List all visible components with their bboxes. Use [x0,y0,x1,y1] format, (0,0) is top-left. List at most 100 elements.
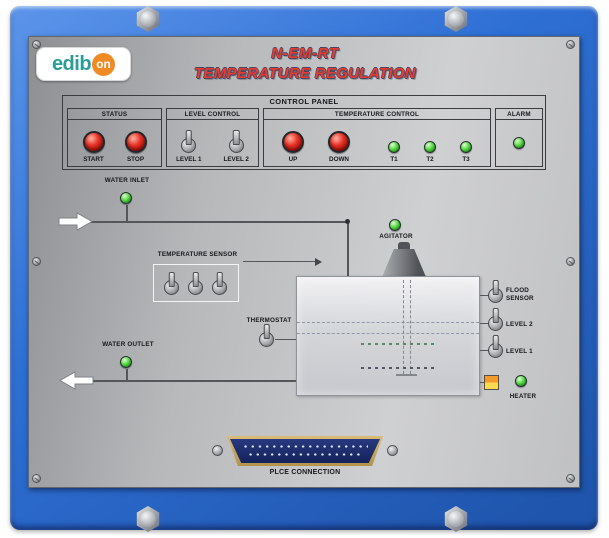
agitator-paddle [396,374,417,376]
group-status: STATUS START STOP [67,108,162,167]
flood-sensor-label: FLOOD SENSOR [506,287,534,302]
t1-indicator: T1 [388,141,400,163]
outlet-pipe-line [90,380,296,382]
model-name: TEMPERATURE REGULATION [194,64,416,82]
page-title: N-EM-RT TEMPERATURE REGULATION [170,44,440,83]
control-panel: CONTROL PANEL STATUS START STOP LEVEL CO… [62,95,546,170]
level2-line [480,323,489,325]
stop-control: STOP [124,131,147,163]
inlet-pipe-line [347,221,349,277]
level2-sensor-label: LEVEL 2 [506,321,533,328]
heater-element-row [361,343,437,345]
agitator-motor-cap [398,242,410,250]
thermostat-label: THERMOSTAT [246,317,292,324]
panel-screw [566,40,575,49]
thermostat-line [275,339,296,341]
stop-button[interactable] [124,131,147,153]
sensor-pointer-line [243,261,315,263]
bolt-bottom-left [135,506,161,532]
inlet-arrow-icon [58,212,94,231]
heater-terminal [484,375,499,390]
t2-indicator: T2 [424,141,436,163]
level2-switch-control: LEVEL 2 [224,138,249,163]
connector-screw-left [212,445,223,456]
up-control: UP [282,131,304,163]
agitator-led [389,219,401,231]
temperature-sensor-box [153,264,239,302]
db37-connector-body [230,439,380,463]
group-level-title: LEVEL CONTROL [167,109,258,120]
thermostat-switch[interactable] [259,332,274,347]
down-control: DOWN [328,131,350,163]
heater-led [515,375,527,387]
level2-sensor-switch[interactable] [488,316,503,331]
level1-toggle-switch[interactable] [181,138,197,153]
water-inlet-led [120,192,132,204]
heater-line [480,382,486,384]
sensor-arrowhead-icon [315,258,322,266]
water-tank [296,276,480,396]
connector-screw-right [387,445,398,456]
down-button[interactable] [328,131,350,153]
t2-led-label: T2 [426,156,434,163]
connector-pins-row1 [242,445,368,448]
level1-line [480,350,489,352]
t3-led-label: T3 [462,156,470,163]
bolt-top-right [443,6,469,32]
t1-led-label: T1 [390,156,398,163]
water-level-line [297,333,479,334]
heater-element-row [361,367,437,369]
connector-pins-row2 [247,453,363,456]
temperature-sensor-1[interactable] [164,280,179,295]
db37-connector [227,436,383,466]
panel-screw [32,257,41,266]
up-button-label: UP [288,156,298,163]
bolt-top-left [135,6,161,32]
level2-toggle-switch[interactable] [228,138,244,153]
logo-orange-circle: on [92,52,116,76]
level2-switch-label: LEVEL 2 [223,156,249,163]
level1-sensor-label: LEVEL 1 [506,348,533,355]
temperature-sensor-2[interactable] [188,280,203,295]
heater-label: HEATER [509,393,537,400]
panel-screw [32,474,41,483]
flood-sensor-switch[interactable] [488,288,503,303]
group-level-control: LEVEL CONTROL LEVEL 1 LEVEL 2 [166,108,259,167]
t1-led [388,141,400,153]
temperature-sensor-3[interactable] [212,280,227,295]
water-outlet-led [120,356,132,368]
level1-sensor-switch[interactable] [488,343,503,358]
group-alarm-title: ALARM [496,109,542,120]
agitator-shaft [410,280,411,374]
flood-sensor-line [480,295,489,297]
up-button[interactable] [282,131,304,153]
t2-led [424,141,436,153]
outlet-arrow-icon [58,371,94,390]
pipe-line [126,369,128,381]
agitator-label: AGITATOR [379,233,413,240]
model-code: N-EM-RT [271,45,339,62]
t3-led [460,141,472,153]
start-button[interactable] [82,131,105,153]
bolt-bottom-right [443,506,469,532]
down-button-label: DOWN [329,156,349,163]
group-temperature-title: TEMPERATURE CONTROL [264,109,490,120]
level1-switch-label: LEVEL 1 [176,156,202,163]
group-status-title: STATUS [68,109,161,120]
agitator-shaft [403,280,404,374]
panel-screw [566,474,575,483]
water-level-line [297,322,479,323]
start-control: START [82,131,105,163]
water-inlet-label: WATER INLET [104,177,150,184]
start-button-label: START [83,156,104,163]
t3-indicator: T3 [460,141,472,163]
temperature-sensor-label: TEMPERATURE SENSOR [157,251,238,258]
group-temperature-control: TEMPERATURE CONTROL UP DOWN T1 T2 [263,108,491,167]
connector-label: PLCE CONNECTION [269,469,341,476]
water-outlet-label: WATER OUTLET [102,341,154,348]
level1-switch-control: LEVEL 1 [176,138,202,163]
pipe-junction-dot [345,219,350,224]
panel-screw [566,257,575,266]
